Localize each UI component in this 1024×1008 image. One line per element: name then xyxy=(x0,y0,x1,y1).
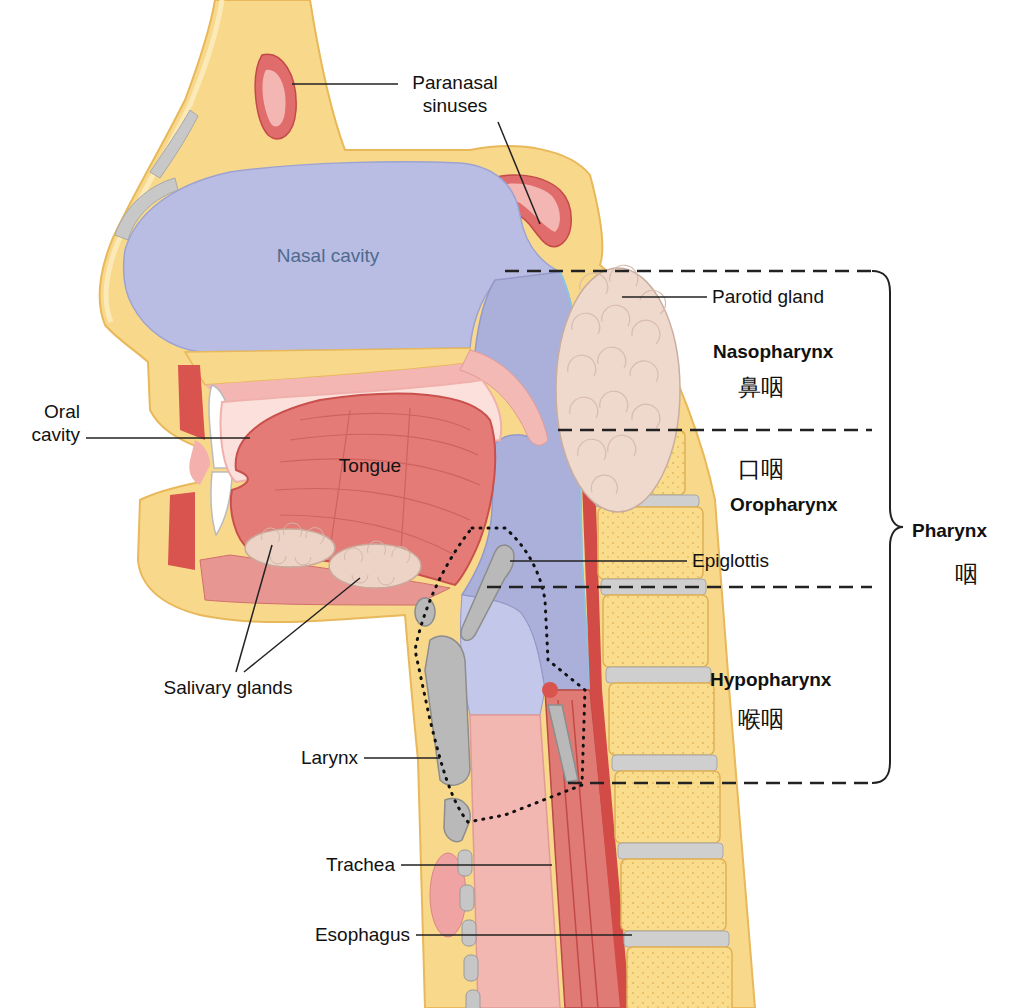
leader-line xyxy=(498,122,540,224)
lower-lip-muscle xyxy=(168,492,195,570)
region-label: Nasal cavity xyxy=(277,245,379,268)
leader-line xyxy=(510,560,687,562)
vertebral-disc xyxy=(624,931,729,947)
vertebra xyxy=(609,683,714,755)
region-divider xyxy=(505,270,872,273)
leader-line xyxy=(292,83,398,85)
nasal-cartilage xyxy=(115,178,178,240)
region-label: Oropharynx xyxy=(730,494,838,517)
leader-line xyxy=(416,934,632,936)
region-label-zh: 鼻咽 xyxy=(738,374,784,402)
part-label: Salivary glands xyxy=(164,677,293,700)
part-label: Trachea xyxy=(326,854,395,877)
parotid-gland xyxy=(556,268,680,512)
pharynx-bracket xyxy=(872,271,903,783)
esophagus-opening xyxy=(542,682,558,698)
region-label: Pharynx xyxy=(912,520,987,543)
region-label: Nasopharynx xyxy=(713,341,833,364)
region-label-zh: 口咽 xyxy=(738,456,784,484)
tracheal-ring xyxy=(460,885,474,911)
region-divider xyxy=(487,586,872,589)
larynx-outline xyxy=(415,528,585,822)
tracheal-ring xyxy=(462,920,476,946)
frontal-sinus xyxy=(255,54,296,138)
nasal-bone xyxy=(150,110,198,178)
gland-lobules xyxy=(344,541,409,585)
head-tissue xyxy=(100,0,755,1008)
leader-line xyxy=(401,864,552,866)
salivary-gland xyxy=(329,544,421,588)
tracheal-ring xyxy=(466,990,480,1008)
vertebra xyxy=(627,947,732,1008)
frontal-sinus-lumen xyxy=(263,70,286,127)
region-label-zh: 喉咽 xyxy=(738,706,784,734)
trachea xyxy=(470,715,560,1008)
region-label-zh: 咽 xyxy=(955,561,978,589)
part-label: Esophagus xyxy=(315,924,410,947)
part-label: Tongue xyxy=(339,455,401,478)
hyoid-bone xyxy=(415,598,435,626)
part-label: Parotid gland xyxy=(712,286,824,309)
epiglottis xyxy=(461,545,514,640)
arytenoid-cartilage xyxy=(548,705,578,782)
leader-line xyxy=(86,437,250,439)
leader-line xyxy=(364,757,440,759)
leader-line xyxy=(622,296,707,298)
vertebral-disc xyxy=(612,755,717,771)
thyroid-cartilage xyxy=(425,636,470,785)
lower-tooth xyxy=(211,472,232,535)
vertebral-disc xyxy=(618,843,723,859)
salivary-gland xyxy=(245,529,335,567)
part-label: Oral cavity xyxy=(16,401,80,447)
lip-mucosa xyxy=(189,440,210,485)
part-label: Larynx xyxy=(301,747,358,770)
parotid-lobules xyxy=(568,265,666,494)
tracheal-ring xyxy=(464,955,478,981)
vertebra xyxy=(621,859,726,931)
part-label: Epiglottis xyxy=(692,550,769,573)
tracheal-ring xyxy=(458,850,472,876)
region-divider xyxy=(558,429,872,432)
upper-lip-muscle xyxy=(178,365,205,440)
gland-lobules xyxy=(261,523,323,565)
vertebra xyxy=(598,507,703,579)
leader-line xyxy=(244,578,360,672)
region-label: Hypopharynx xyxy=(710,669,831,692)
region-divider xyxy=(568,782,872,785)
vertebral-disc xyxy=(606,667,711,683)
cricoid-cartilage xyxy=(444,799,470,842)
part-label: Paranasal sinuses xyxy=(403,72,508,118)
vertebra xyxy=(603,595,708,667)
